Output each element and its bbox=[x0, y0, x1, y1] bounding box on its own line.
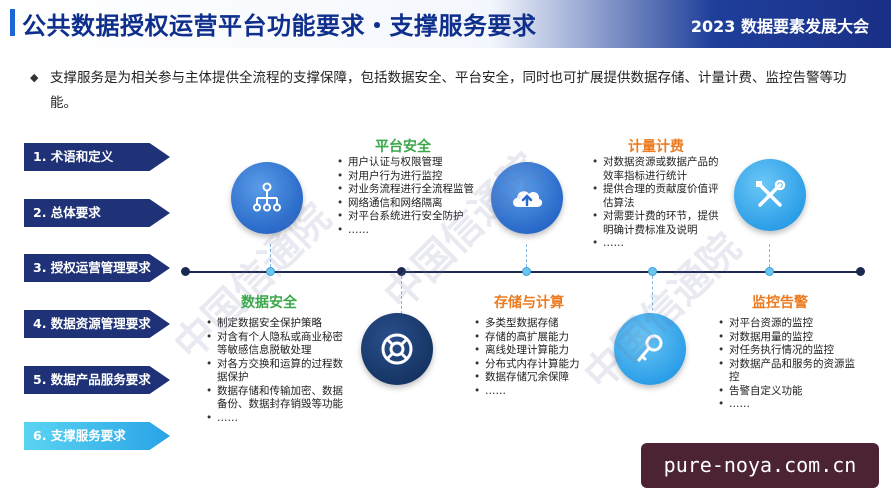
platform-security-circle bbox=[231, 162, 303, 234]
connector-line bbox=[769, 244, 770, 267]
list-item: 告警自定义功能 bbox=[718, 385, 858, 399]
connector-line bbox=[652, 276, 653, 316]
list-item: 用户认证与权限管理 bbox=[337, 156, 479, 170]
connector-line bbox=[526, 244, 527, 267]
list-item: …… bbox=[718, 398, 858, 412]
page-title: 公共数据授权运营平台功能要求・支撑服务要求 bbox=[22, 12, 537, 40]
data-security-title: 数据安全 bbox=[241, 295, 297, 311]
timeline-dot bbox=[266, 267, 275, 276]
nav-item-support-service[interactable]: 6. 支撑服务要求 bbox=[24, 422, 170, 450]
list-item: 对数据资源或数据产品的效率指标进行统计 bbox=[592, 156, 726, 183]
connector-line bbox=[401, 276, 402, 314]
metering-circle bbox=[734, 159, 806, 231]
tools-icon bbox=[756, 179, 786, 207]
metering-billing-list: 对数据资源或数据产品的效率指标进行统计 提供合理的贡献度价值评估算法 对需要计费… bbox=[592, 156, 726, 251]
list-item: 数据存储冗余保障 bbox=[474, 371, 604, 385]
list-item: 对平台资源的监控 bbox=[718, 317, 858, 331]
list-item: 对业务流程进行全流程监管 bbox=[337, 183, 479, 197]
storage-compute-circle bbox=[491, 162, 563, 234]
monitoring-alert-list: 对平台资源的监控 对数据用量的监控 对任务执行情况的监控 对数据产品和服务的资源… bbox=[718, 317, 858, 412]
storage-compute-title: 存储与计算 bbox=[494, 295, 564, 311]
list-item: …… bbox=[337, 224, 479, 238]
key-icon bbox=[637, 334, 663, 362]
list-item: …… bbox=[206, 412, 352, 426]
intro-text: 支撑服务是为相关参与主体提供全流程的支撑保障，包括数据安全、平台安全，同时也可扩… bbox=[50, 70, 847, 111]
nav-item-general[interactable]: 2. 总体要求 bbox=[24, 199, 170, 227]
network-hierarchy-icon bbox=[253, 182, 281, 212]
timeline-dot bbox=[181, 267, 190, 276]
timeline-dot bbox=[648, 267, 657, 276]
list-item: 对需要计费的环节，提供明确计费标准及说明 bbox=[592, 210, 726, 237]
conference-name: 2023 数据要素发展大会 bbox=[690, 17, 869, 36]
lifebuoy-icon bbox=[381, 333, 413, 365]
list-item: 对数据产品和服务的资源监控 bbox=[718, 358, 858, 385]
monitoring-circle bbox=[614, 313, 686, 385]
data-security-list: 制定数据安全保护策略 对含有个人隐私或商业秘密等敏感信息脱敏处理 对各方交换和运… bbox=[206, 317, 352, 425]
diamond-bullet-icon: ◆ bbox=[30, 71, 39, 84]
list-item: 对数据用量的监控 bbox=[718, 331, 858, 345]
platform-security-list: 用户认证与权限管理 对用户行为进行监控 对业务流程进行全流程监管 网络通信和网络… bbox=[337, 156, 479, 237]
nav-item-data-product[interactable]: 5. 数据产品服务要求 bbox=[24, 366, 170, 394]
title-accent-bar bbox=[10, 9, 15, 36]
list-item: 分布式内存计算能力 bbox=[474, 358, 604, 372]
list-item: 数据存储和传输加密、数据备份、数据封存销毁等功能 bbox=[206, 385, 352, 412]
data-security-circle bbox=[361, 313, 433, 385]
list-item: 制定数据安全保护策略 bbox=[206, 317, 352, 331]
nav-item-authorization[interactable]: 3. 授权运营管理要求 bbox=[24, 254, 170, 282]
list-item: 对平台系统进行安全防护 bbox=[337, 210, 479, 224]
list-item: 对用户行为进行监控 bbox=[337, 170, 479, 184]
timeline-dot bbox=[765, 267, 774, 276]
list-item: 存储的高扩展能力 bbox=[474, 331, 604, 345]
header-bar: 公共数据授权运营平台功能要求・支撑服务要求 2023 数据要素发展大会 bbox=[0, 0, 891, 48]
connector-line bbox=[270, 244, 271, 267]
nav-item-terms[interactable]: 1. 术语和定义 bbox=[24, 143, 170, 171]
url-badge: pure-noya.com.cn bbox=[641, 443, 879, 488]
monitoring-alert-title: 监控告警 bbox=[752, 295, 808, 311]
timeline-dot bbox=[522, 267, 531, 276]
list-item: 离线处理计算能力 bbox=[474, 344, 604, 358]
platform-security-title: 平台安全 bbox=[375, 139, 431, 155]
list-item: 提供合理的贡献度价值评估算法 bbox=[592, 183, 726, 210]
metering-billing-title: 计量计费 bbox=[628, 139, 684, 155]
list-item: 网络通信和网络隔离 bbox=[337, 197, 479, 211]
storage-compute-list: 多类型数据存储 存储的高扩展能力 离线处理计算能力 分布式内存计算能力 数据存储… bbox=[474, 317, 604, 398]
timeline-dot bbox=[397, 267, 406, 276]
timeline-dot bbox=[856, 267, 865, 276]
list-item: 对含有个人隐私或商业秘密等敏感信息脱敏处理 bbox=[206, 331, 352, 358]
cloud-upload-icon bbox=[512, 191, 543, 207]
list-item: 对任务执行情况的监控 bbox=[718, 344, 858, 358]
nav-item-data-resource[interactable]: 4. 数据资源管理要求 bbox=[24, 310, 170, 338]
list-item: 多类型数据存储 bbox=[474, 317, 604, 331]
list-item: 对各方交换和运算的过程数据保护 bbox=[206, 358, 352, 385]
list-item: …… bbox=[474, 385, 604, 399]
list-item: …… bbox=[592, 237, 726, 251]
